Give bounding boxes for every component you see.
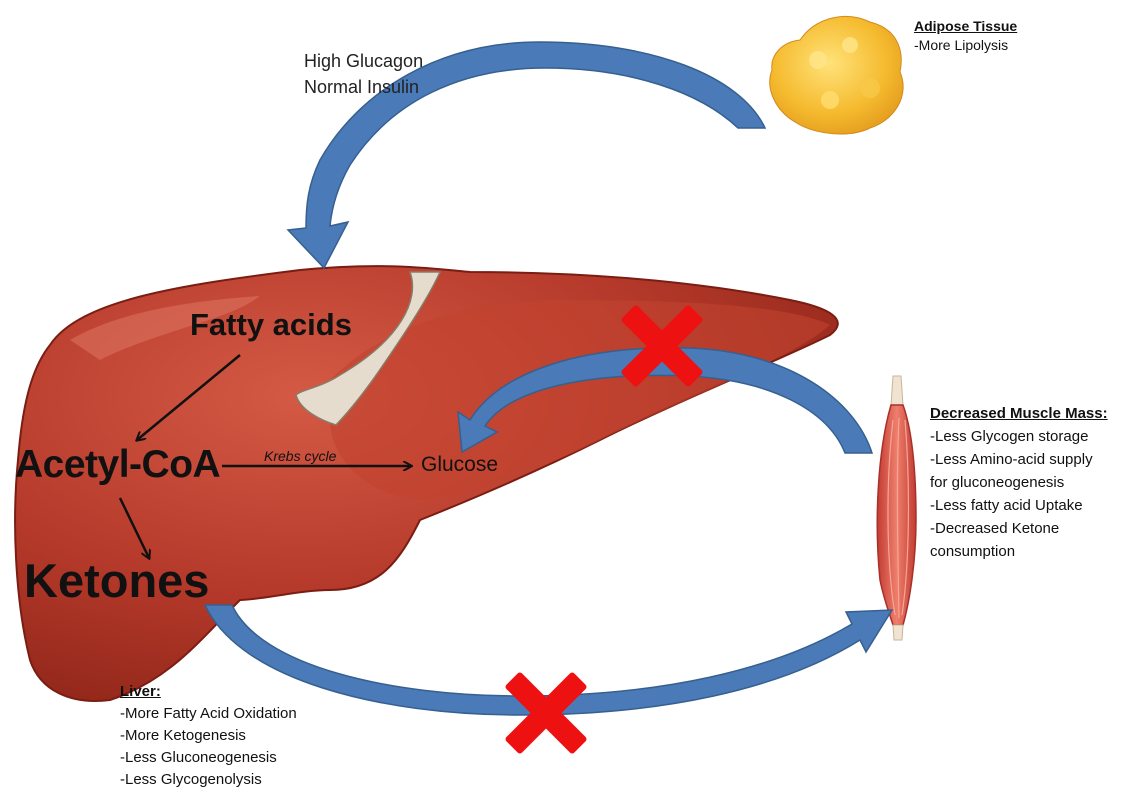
muscle-item: -Less Glycogen storage: [930, 425, 1108, 448]
muscle-heading: Decreased Muscle Mass:: [930, 402, 1108, 425]
glucose-label: Glucose: [421, 453, 498, 477]
fat-lobule: [809, 51, 827, 69]
muscle-mass-panel: Decreased Muscle Mass: -Less Glycogen st…: [930, 402, 1108, 563]
acetyl-coa-label: Acetyl-CoA: [15, 443, 220, 487]
ketones-label: Ketones: [24, 553, 209, 608]
fat-lobule: [821, 91, 839, 109]
liver-item: -Less Gluconeogenesis: [120, 747, 297, 769]
muscle-tendon-top: [891, 376, 903, 405]
muscle-item: consumption: [930, 540, 1108, 563]
hormone-line-insulin: Normal Insulin: [304, 74, 423, 100]
fat-blob: [770, 16, 903, 134]
liver-heading: Liver:: [120, 681, 297, 703]
fatty-acids-label: Fatty acids: [190, 307, 352, 343]
liver-item: -Less Glycogenolysis: [120, 769, 297, 791]
muscle-illustration: [877, 376, 916, 640]
adipose-tissue-panel: Adipose Tissue -More Lipolysis: [914, 17, 1017, 55]
fat-lobule: [842, 37, 858, 53]
muscle-item: -Less fatty acid Uptake: [930, 494, 1108, 517]
muscle-item: -Less Amino-acid supply: [930, 448, 1108, 471]
liver-item: -More Ketogenesis: [120, 725, 297, 747]
hormone-line-glucagon: High Glucagon: [304, 48, 423, 74]
fat-lobule: [860, 78, 880, 98]
adipose-heading: Adipose Tissue: [914, 17, 1017, 36]
muscle-belly: [877, 405, 916, 625]
hormone-status-label: High Glucagon Normal Insulin: [304, 48, 423, 100]
muscle-item: -Decreased Ketone: [930, 517, 1108, 540]
liver-item: -More Fatty Acid Oxidation: [120, 703, 297, 725]
muscle-tendon-bottom: [893, 625, 903, 640]
adipose-tissue-illustration: [770, 16, 903, 134]
liver-panel: Liver: -More Fatty Acid Oxidation -More …: [120, 681, 297, 791]
krebs-cycle-label: Krebs cycle: [264, 448, 336, 464]
muscle-item: for gluconeogenesis: [930, 471, 1108, 494]
adipose-item: -More Lipolysis: [914, 36, 1017, 55]
